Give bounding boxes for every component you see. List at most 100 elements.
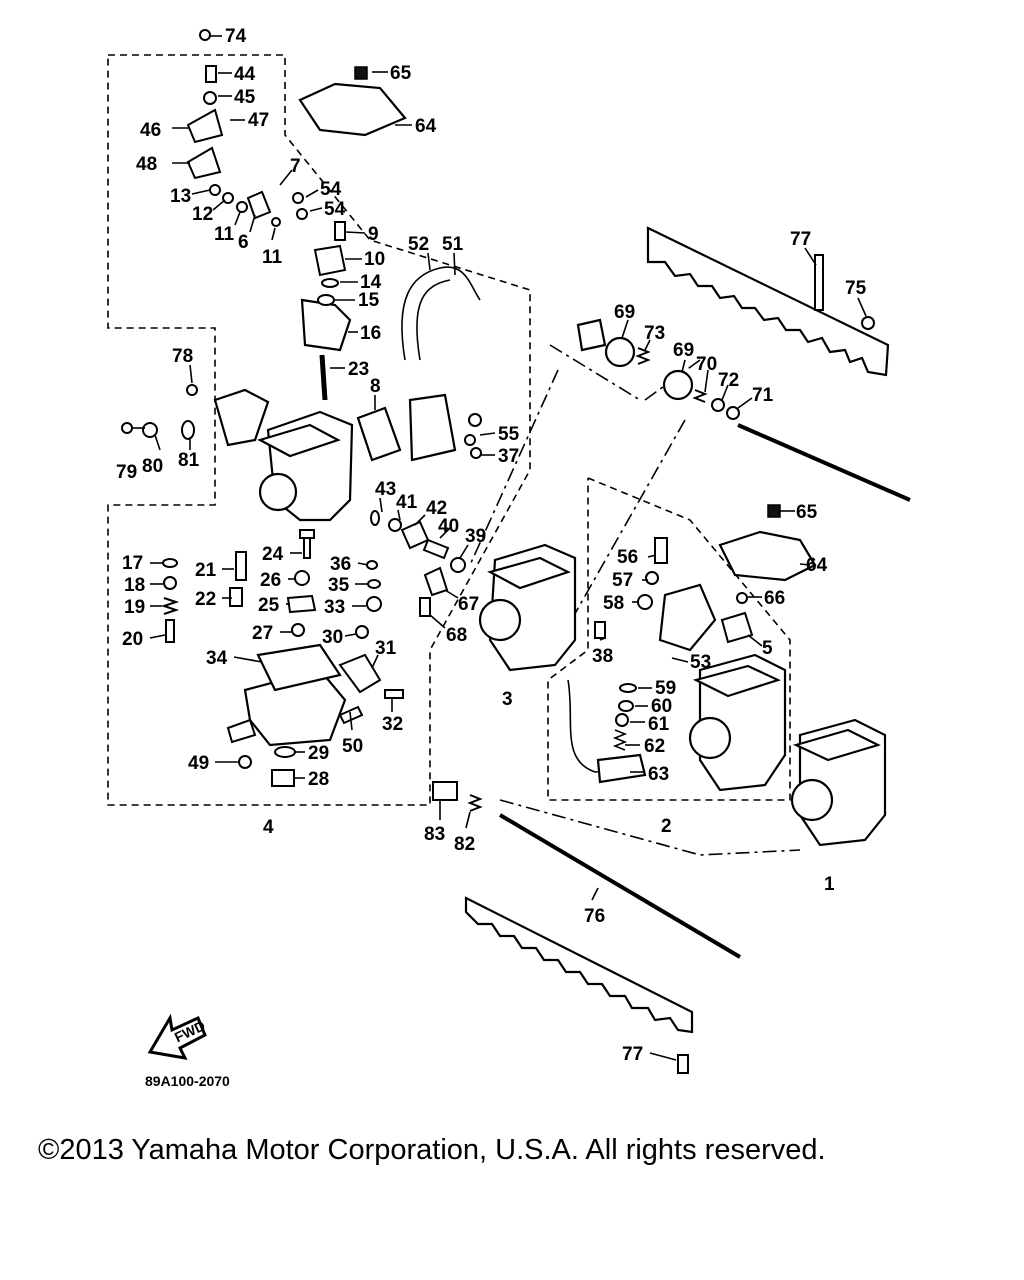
callout: 25 <box>258 595 280 616</box>
carburetor-1 <box>790 718 887 847</box>
callout: 58 <box>603 593 624 614</box>
callout: 52 <box>408 234 429 255</box>
callout: 81 <box>178 450 200 471</box>
callout: 82 <box>454 834 475 855</box>
callout: 6 <box>238 232 249 253</box>
callout: 80 <box>142 456 163 477</box>
callout: 37 <box>498 446 519 467</box>
callout: 68 <box>446 625 467 646</box>
callout: 76 <box>584 906 605 927</box>
group-boundary-4 <box>107 54 531 806</box>
callout: 49 <box>188 753 209 774</box>
callout: 33 <box>324 597 345 618</box>
callout: 28 <box>308 769 329 790</box>
callout: 65 <box>796 502 818 523</box>
callout: 79 <box>116 462 137 483</box>
callout: 75 <box>845 278 867 299</box>
callout: 45 <box>234 87 256 108</box>
callout: 54 <box>320 179 342 200</box>
callout: 10 <box>364 249 385 270</box>
callout: 48 <box>136 154 157 175</box>
fwd-arrow-icon: FWD <box>147 1013 208 1060</box>
callout: 55 <box>498 424 520 445</box>
callout: 35 <box>328 575 350 596</box>
callout: 31 <box>375 638 397 659</box>
callout: 62 <box>644 736 665 757</box>
callout: 13 <box>170 186 191 207</box>
carburetor-3 <box>478 543 577 672</box>
group-boundary-2 <box>547 477 791 801</box>
callout: 74 <box>225 26 247 47</box>
callout: 26 <box>260 570 281 591</box>
diagram-code: 89A100-2070 <box>145 1073 230 1089</box>
callout: 63 <box>648 764 669 785</box>
callout: 8 <box>370 376 381 397</box>
copyright-notice: ©2013 Yamaha Motor Corporation, U.S.A. A… <box>38 1134 826 1166</box>
group-label-1: 1 <box>824 874 835 895</box>
callout: 53 <box>690 652 711 673</box>
group-label-4: 4 <box>263 817 274 838</box>
carburetor-2 <box>688 653 787 792</box>
callout: 32 <box>382 714 403 735</box>
callout: 83 <box>424 824 445 845</box>
callout: 54 <box>324 199 346 220</box>
callout: 42 <box>426 498 447 519</box>
callout: 77 <box>790 229 811 250</box>
callout: 21 <box>195 560 217 581</box>
callout: 12 <box>192 204 213 225</box>
callout: 22 <box>195 589 216 610</box>
callout: 29 <box>308 743 329 764</box>
callout: 27 <box>252 623 273 644</box>
callouts: 74 44 45 47 46 48 13 12 11 6 11 7 54 54 … <box>116 26 867 1065</box>
callout: 34 <box>206 648 228 669</box>
callout: 19 <box>124 597 145 618</box>
callout: 20 <box>122 629 143 650</box>
callout: 51 <box>442 234 464 255</box>
callout: 17 <box>122 553 143 574</box>
callout: 47 <box>248 110 269 131</box>
callout: 24 <box>262 544 284 565</box>
callout: 64 <box>806 555 828 576</box>
callout: 41 <box>396 492 418 513</box>
callout: 30 <box>322 627 343 648</box>
callout: 64 <box>415 116 437 137</box>
callout: 16 <box>360 323 381 344</box>
callout: 46 <box>140 120 161 141</box>
callout: 59 <box>655 678 676 699</box>
callout: 71 <box>752 385 774 406</box>
callout: 77 <box>622 1044 643 1065</box>
callout: 9 <box>368 224 379 245</box>
callout: 57 <box>612 570 633 591</box>
callout: 18 <box>124 575 145 596</box>
carburetor-4 <box>243 410 354 747</box>
callout: 23 <box>348 359 369 380</box>
callout: 50 <box>342 736 363 757</box>
callout: 66 <box>764 588 785 609</box>
callout: 38 <box>592 646 613 667</box>
callout: 72 <box>718 370 739 391</box>
callout: 67 <box>458 594 479 615</box>
carburetor-exploded-diagram: FWD 89A100-2070 4 2 1 3 <box>107 26 911 1089</box>
callout: 44 <box>234 64 256 85</box>
callout: 39 <box>465 526 486 547</box>
group-label-3: 3 <box>502 689 513 710</box>
callout: 5 <box>762 638 773 659</box>
callout: 61 <box>648 714 670 735</box>
callout: 78 <box>172 346 193 367</box>
callout: 73 <box>644 323 665 344</box>
callout: 43 <box>375 479 396 500</box>
callout: 7 <box>290 156 301 177</box>
callout: 14 <box>360 272 382 293</box>
callout: 60 <box>651 696 672 717</box>
callout: 65 <box>390 63 412 84</box>
callout: 11 <box>214 224 235 245</box>
callout: 11 <box>262 247 283 268</box>
callout: 69 <box>673 340 694 361</box>
callout: 36 <box>330 554 351 575</box>
callout: 70 <box>696 354 717 375</box>
callout: 56 <box>617 547 638 568</box>
callout: 15 <box>358 290 380 311</box>
group-label-2: 2 <box>661 816 672 837</box>
callout: 40 <box>438 516 459 537</box>
callout: 69 <box>614 302 635 323</box>
